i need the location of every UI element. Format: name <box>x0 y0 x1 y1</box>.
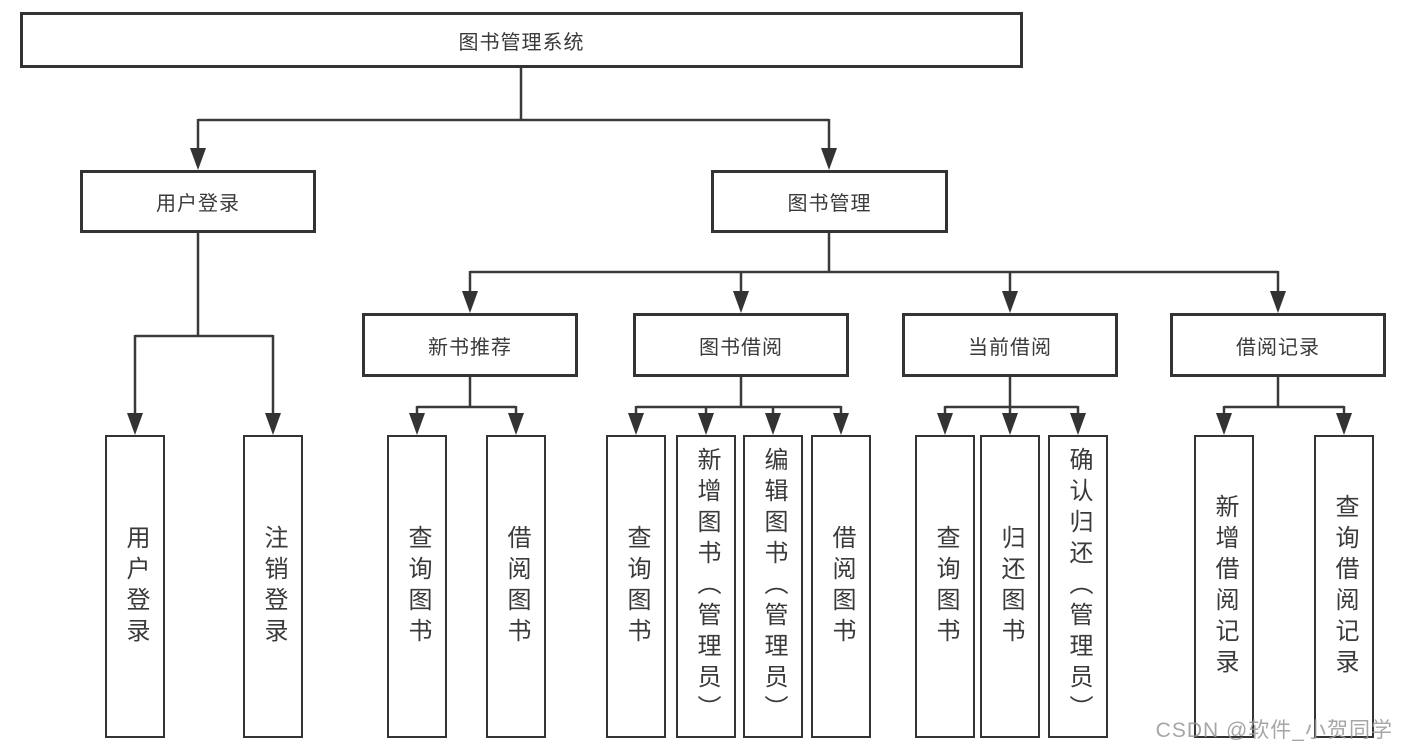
node-user-login-label: 用户登录 <box>156 193 240 215</box>
node-library-system: 图书管理系统 <box>20 12 1023 68</box>
leaf-query-borrow-record: 查询借阅记录 <box>1314 435 1374 738</box>
node-current-borrow: 当前借阅 <box>902 313 1118 377</box>
leaf-return-book-label: 归还图书 <box>997 524 1024 649</box>
csdn-watermark: CSDN @软件_小贺同学 <box>1155 719 1393 742</box>
leaf-logout-label: 注销登录 <box>260 524 287 649</box>
leaf-edit-book-admin: 编辑图书（管理员） <box>743 435 803 738</box>
node-borrow-record-label: 借阅记录 <box>1236 336 1320 359</box>
node-library-system-label: 图书管理系统 <box>458 31 585 54</box>
node-borrow-record: 借阅记录 <box>1170 313 1386 377</box>
node-book-management-label: 图书管理 <box>787 193 872 215</box>
leaf-user-login: 用户登录 <box>105 435 165 738</box>
leaf-add-borrow-record-label: 新增借阅记录 <box>1211 493 1238 680</box>
leaf-logout: 注销登录 <box>243 435 303 738</box>
connector-userlogin-to-leaves <box>133 233 275 415</box>
leaf-borrow-book-recommend: 借阅图书 <box>486 435 546 738</box>
leaf-borrow-book-label: 借阅图书 <box>828 524 855 649</box>
leaf-query-book-recommend-label: 查询图书 <box>404 524 431 649</box>
leaf-return-book: 归还图书 <box>980 435 1040 738</box>
connector-bookmgmt-to-level3 <box>468 233 1280 293</box>
leaf-add-book-admin: 新增图书（管理员） <box>676 435 736 738</box>
node-book-borrow-label: 图书借阅 <box>699 336 783 359</box>
leaf-edit-book-admin-label: 编辑图书（管理员） <box>760 447 787 726</box>
leaf-query-book-recommend: 查询图书 <box>387 435 447 738</box>
leaf-add-borrow-record: 新增借阅记录 <box>1194 435 1254 738</box>
node-new-book-recommend-label: 新书推荐 <box>428 336 512 359</box>
node-user-login: 用户登录 <box>80 170 316 233</box>
leaf-add-book-admin-label: 新增图书（管理员） <box>693 447 720 726</box>
leaf-query-book-borrow-label: 查询图书 <box>623 524 650 649</box>
leaf-query-book-borrow: 查询图书 <box>606 435 666 738</box>
leaf-confirm-return-admin-label: 确认归还（管理员） <box>1065 447 1092 726</box>
connector-bookborrow-to-leaves <box>634 377 843 416</box>
node-book-borrow: 图书借阅 <box>633 313 849 377</box>
connector-recommend-to-leaves <box>415 377 518 416</box>
connector-record-to-leaves <box>1222 377 1346 416</box>
leaf-user-login-label: 用户登录 <box>122 524 149 649</box>
leaf-borrow-book: 借阅图书 <box>811 435 871 738</box>
leaf-query-borrow-record-label: 查询借阅记录 <box>1331 493 1358 680</box>
node-current-borrow-label: 当前借阅 <box>968 336 1052 359</box>
leaf-query-book-current-label: 查询图书 <box>932 524 959 649</box>
leaf-borrow-book-recommend-label: 借阅图书 <box>503 524 530 649</box>
connector-root-to-level2 <box>196 68 831 150</box>
leaf-query-book-current: 查询图书 <box>915 435 975 738</box>
node-book-management: 图书管理 <box>711 170 948 233</box>
node-new-book-recommend: 新书推荐 <box>362 313 578 377</box>
connector-currentborrow-to-leaves <box>943 377 1080 416</box>
leaf-confirm-return-admin: 确认归还（管理员） <box>1048 435 1108 738</box>
